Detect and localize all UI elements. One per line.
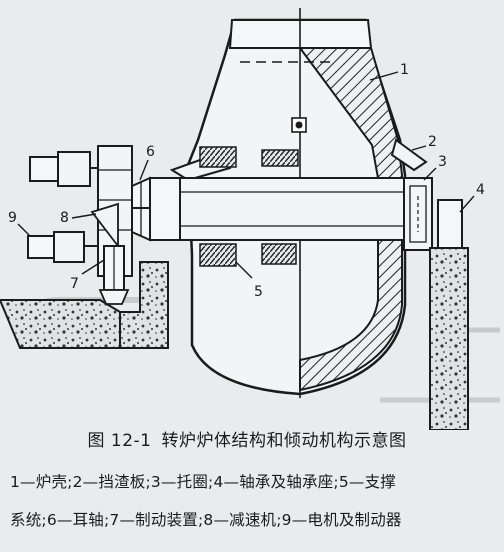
legend-line-1: 1—炉壳;2—挡渣板;3—托圈;4—轴承及轴承座;5—支撑 [10,473,396,491]
converter-diagram: 1 2 3 4 5 6 7 8 9 [0,8,500,430]
legend-line-2: 系统;6—耳轴;7—制动装置;8—减速机;9—电机及制动器 [10,511,402,529]
figure-caption: 图 12-1 转炉炉体结构和倾动机构示意图 [0,426,504,451]
label-3: 3 [438,154,447,170]
label-9: 9 [8,210,17,226]
callout-labels: 1 2 3 4 5 6 7 8 9 [8,62,485,300]
foundation [0,261,169,349]
figure-title: 转炉炉体结构和倾动机构示意图 [161,431,407,451]
label-2: 2 [428,134,437,150]
drive-mechanism [27,145,150,305]
leader-lines [17,71,475,279]
support-springs-bottom [199,243,297,267]
support-springs-top [199,146,299,168]
label-8: 8 [60,210,69,226]
label-5: 5 [254,284,263,300]
trunnion-ring [175,177,405,241]
label-6: 6 [146,144,155,160]
label-7: 7 [70,276,79,292]
figure-number: 图 12-1 [87,431,152,451]
label-1: 1 [400,62,409,78]
right-bearing [403,177,469,430]
label-4: 4 [476,182,485,198]
